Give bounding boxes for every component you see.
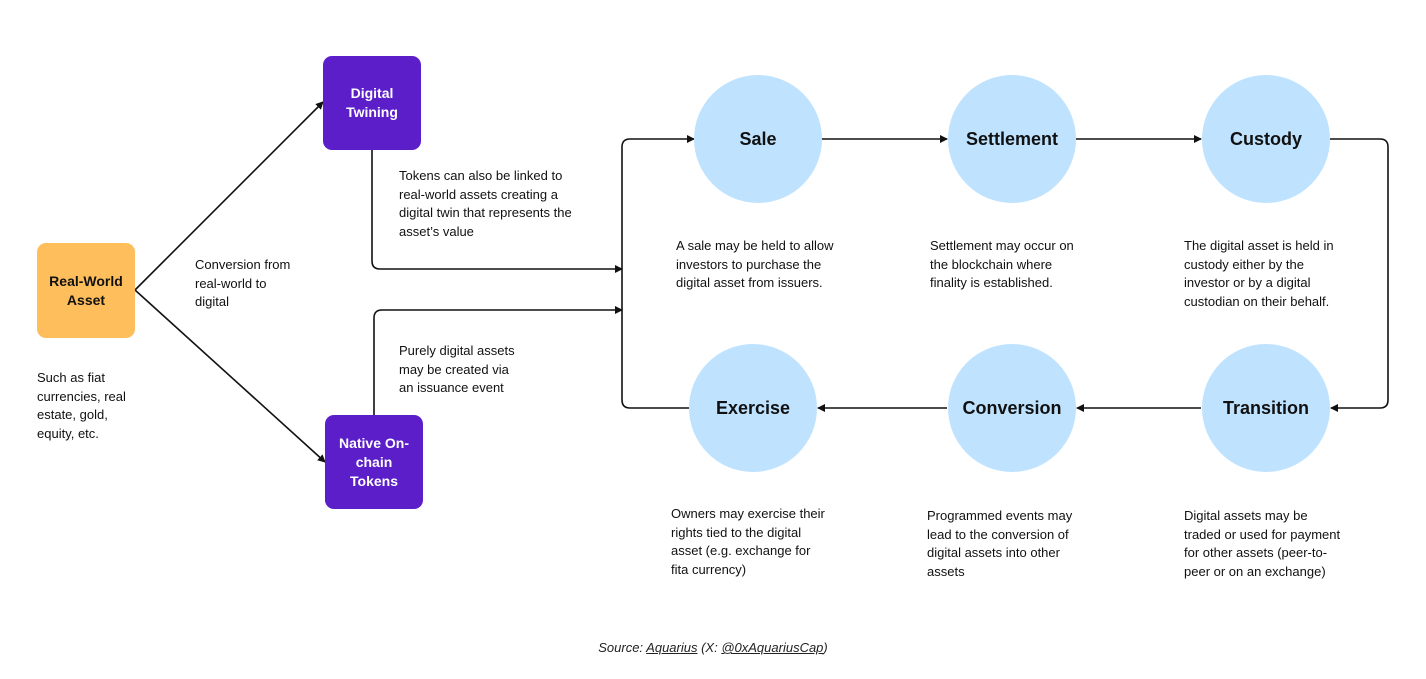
settlement-circle: Settlement bbox=[948, 75, 1076, 203]
transition-label: Transition bbox=[1222, 397, 1309, 418]
digital-twining-box: Digital Twining bbox=[323, 56, 421, 150]
real-world-asset-box: Real-World Asset bbox=[37, 243, 135, 338]
arrow-custody-to-transition bbox=[1330, 138, 1389, 412]
sale-circle: Sale bbox=[694, 75, 822, 203]
conversion-real-to-digital-note: Conversion from real-world to digital bbox=[195, 257, 291, 309]
arrow-to-native-tokens bbox=[134, 289, 326, 463]
settlement-label: Settlement bbox=[965, 128, 1059, 149]
native-tokens-box: Native On- chain Tokens bbox=[325, 415, 423, 509]
exercise-label: Exercise bbox=[715, 397, 791, 418]
purely-digital-note: Purely digital assets may be created via… bbox=[399, 343, 515, 395]
real-world-asset-label: Real-World Asset bbox=[49, 272, 123, 308]
conversion-circle: Conversion bbox=[948, 344, 1076, 472]
sale-label: Sale bbox=[739, 128, 777, 149]
source-mid: (X: bbox=[697, 640, 722, 655]
custody-circle: Custody bbox=[1202, 75, 1330, 203]
arrow-twining-to-loop bbox=[371, 150, 623, 273]
digital-twin-note: Tokens can also be linked to real-world … bbox=[399, 168, 572, 239]
transition-circle: Transition bbox=[1202, 344, 1330, 472]
source-prefix: Source: bbox=[598, 640, 647, 655]
arrow-native-to-loop bbox=[373, 306, 623, 415]
exercise-note: Owners may exercise their rights tied to… bbox=[671, 506, 825, 577]
transition-note: Digital assets may be traded or used for… bbox=[1184, 508, 1341, 579]
custody-label: Custody bbox=[1230, 128, 1302, 149]
digital-twining-label: Digital Twining bbox=[346, 85, 398, 120]
settlement-note: Settlement may occur on the blockchain w… bbox=[930, 238, 1074, 290]
native-tokens-label: Native On- chain Tokens bbox=[338, 434, 409, 489]
conversion-note: Programmed events may lead to the conver… bbox=[927, 508, 1073, 579]
conversion-label: Conversion bbox=[962, 397, 1062, 418]
source-link-handle[interactable]: @0xAquariusCap bbox=[721, 640, 824, 655]
arrow-to-digital-twining bbox=[134, 101, 324, 291]
exercise-circle: Exercise bbox=[689, 344, 817, 472]
custody-note: The digital asset is held in custody eit… bbox=[1184, 238, 1334, 309]
source-caption: Source: Aquarius (X: @0xAquariusCap) bbox=[0, 640, 1426, 655]
source-link-aquarius[interactable]: Aquarius bbox=[646, 640, 698, 655]
sale-note: A sale may be held to allow investors to… bbox=[676, 238, 834, 290]
arrow-exercise-to-sale bbox=[621, 135, 695, 409]
source-suffix: ) bbox=[823, 640, 828, 655]
real-world-examples-note: Such as fiat currencies, real estate, go… bbox=[37, 370, 126, 441]
